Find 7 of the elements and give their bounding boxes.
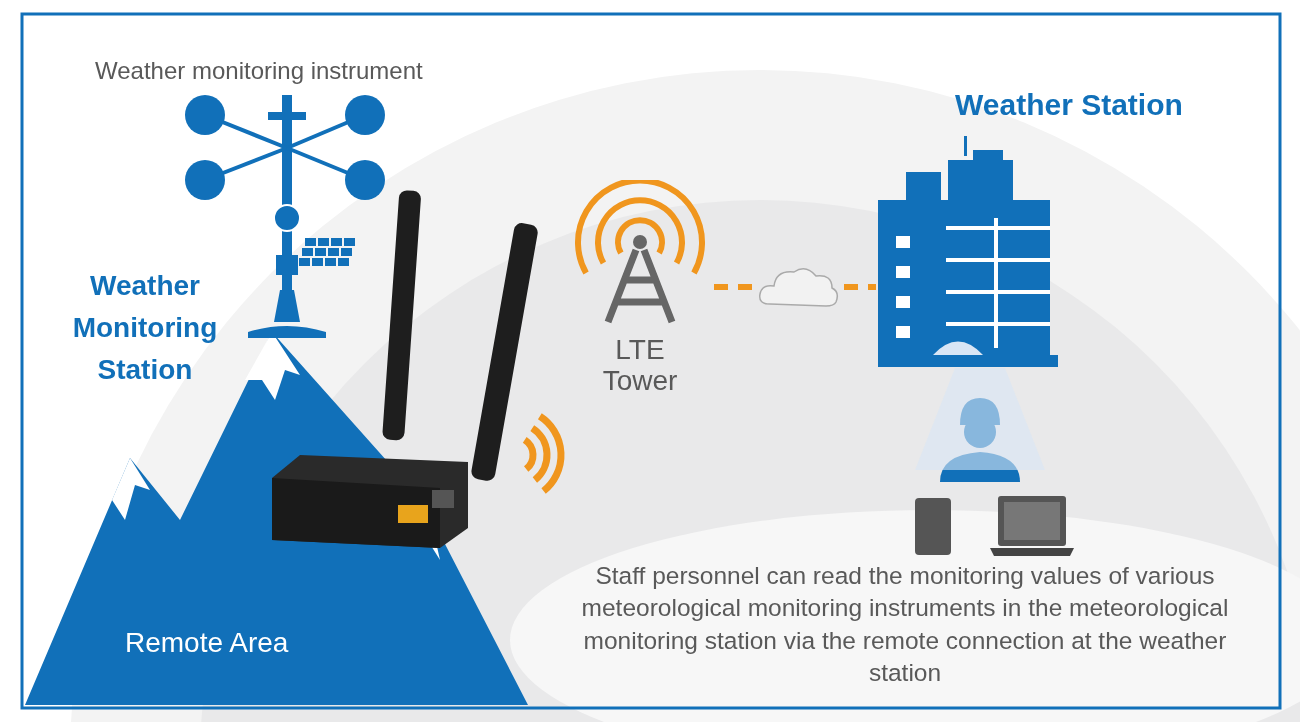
staff-description: Staff personnel can read the monitoring values of various meteorological monitoring instruments in the meteorological monitoring station via the remote connection at the weather station: [580, 561, 1230, 688]
tower-label: LTE Tower: [601, 335, 679, 397]
dashed-connector: [844, 284, 876, 290]
building-heading: Weather Station: [955, 88, 1183, 122]
station-title: Weather Monitoring Station: [71, 269, 219, 387]
instrument-caption: Weather monitoring instrument: [95, 56, 424, 86]
area-label: Remote Area: [125, 626, 290, 660]
